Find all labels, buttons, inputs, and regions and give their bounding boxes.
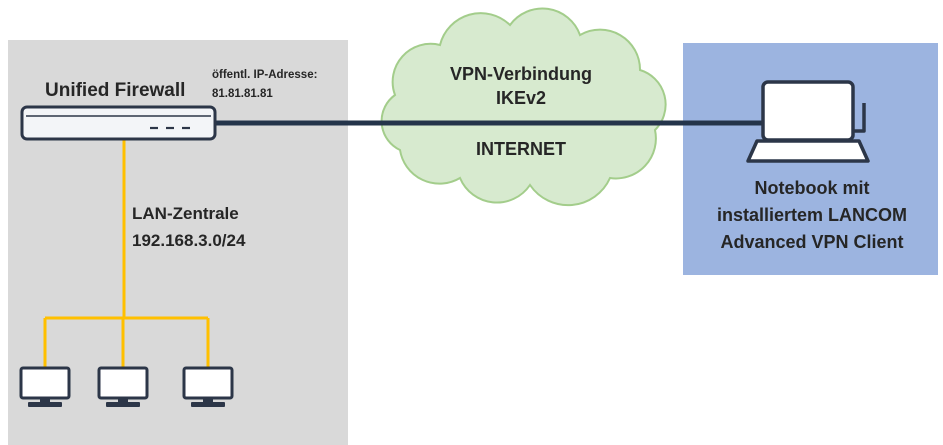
lan-subnet-label: 192.168.3.0/24 — [132, 231, 246, 250]
public-ip-address: 81.81.81.81 — [212, 88, 273, 100]
monitor-base — [106, 402, 140, 407]
monitor-neck — [40, 398, 50, 402]
firewall-icon — [20, 105, 217, 141]
laptop-base — [746, 139, 870, 163]
monitor-neck — [203, 398, 213, 402]
monitor-screen — [182, 366, 234, 400]
laptop-icon — [746, 80, 870, 163]
vpn-protocol-label: IKEv2 — [496, 88, 546, 108]
monitor-icon — [182, 366, 234, 407]
client-description-line-3: Advanced VPN Client — [720, 232, 903, 252]
vpn-connection-label: VPN-Verbindung — [450, 64, 592, 84]
monitor-base — [28, 402, 62, 407]
monitor-base — [191, 402, 225, 407]
monitor-screen — [19, 366, 71, 400]
laptop-screen — [761, 80, 855, 142]
client-description-line-1: Notebook mit — [755, 178, 870, 198]
client-description-line-2: installiertem LANCOM — [717, 205, 907, 225]
monitor-screen — [97, 366, 149, 400]
monitor-icon — [19, 366, 71, 407]
public-ip-label: öffentl. IP-Adresse: — [212, 69, 317, 81]
lan-cabling — [43, 139, 210, 368]
monitor-icon — [97, 366, 149, 407]
lan-name-label: LAN-Zentrale — [132, 204, 239, 223]
cloud-icon — [380, 7, 667, 207]
firewall-body — [20, 105, 217, 141]
firewall-label: Unified Firewall — [45, 80, 185, 101]
internet-label: INTERNET — [476, 139, 566, 159]
monitor-neck — [118, 398, 128, 402]
laptop-cable — [853, 103, 866, 133]
